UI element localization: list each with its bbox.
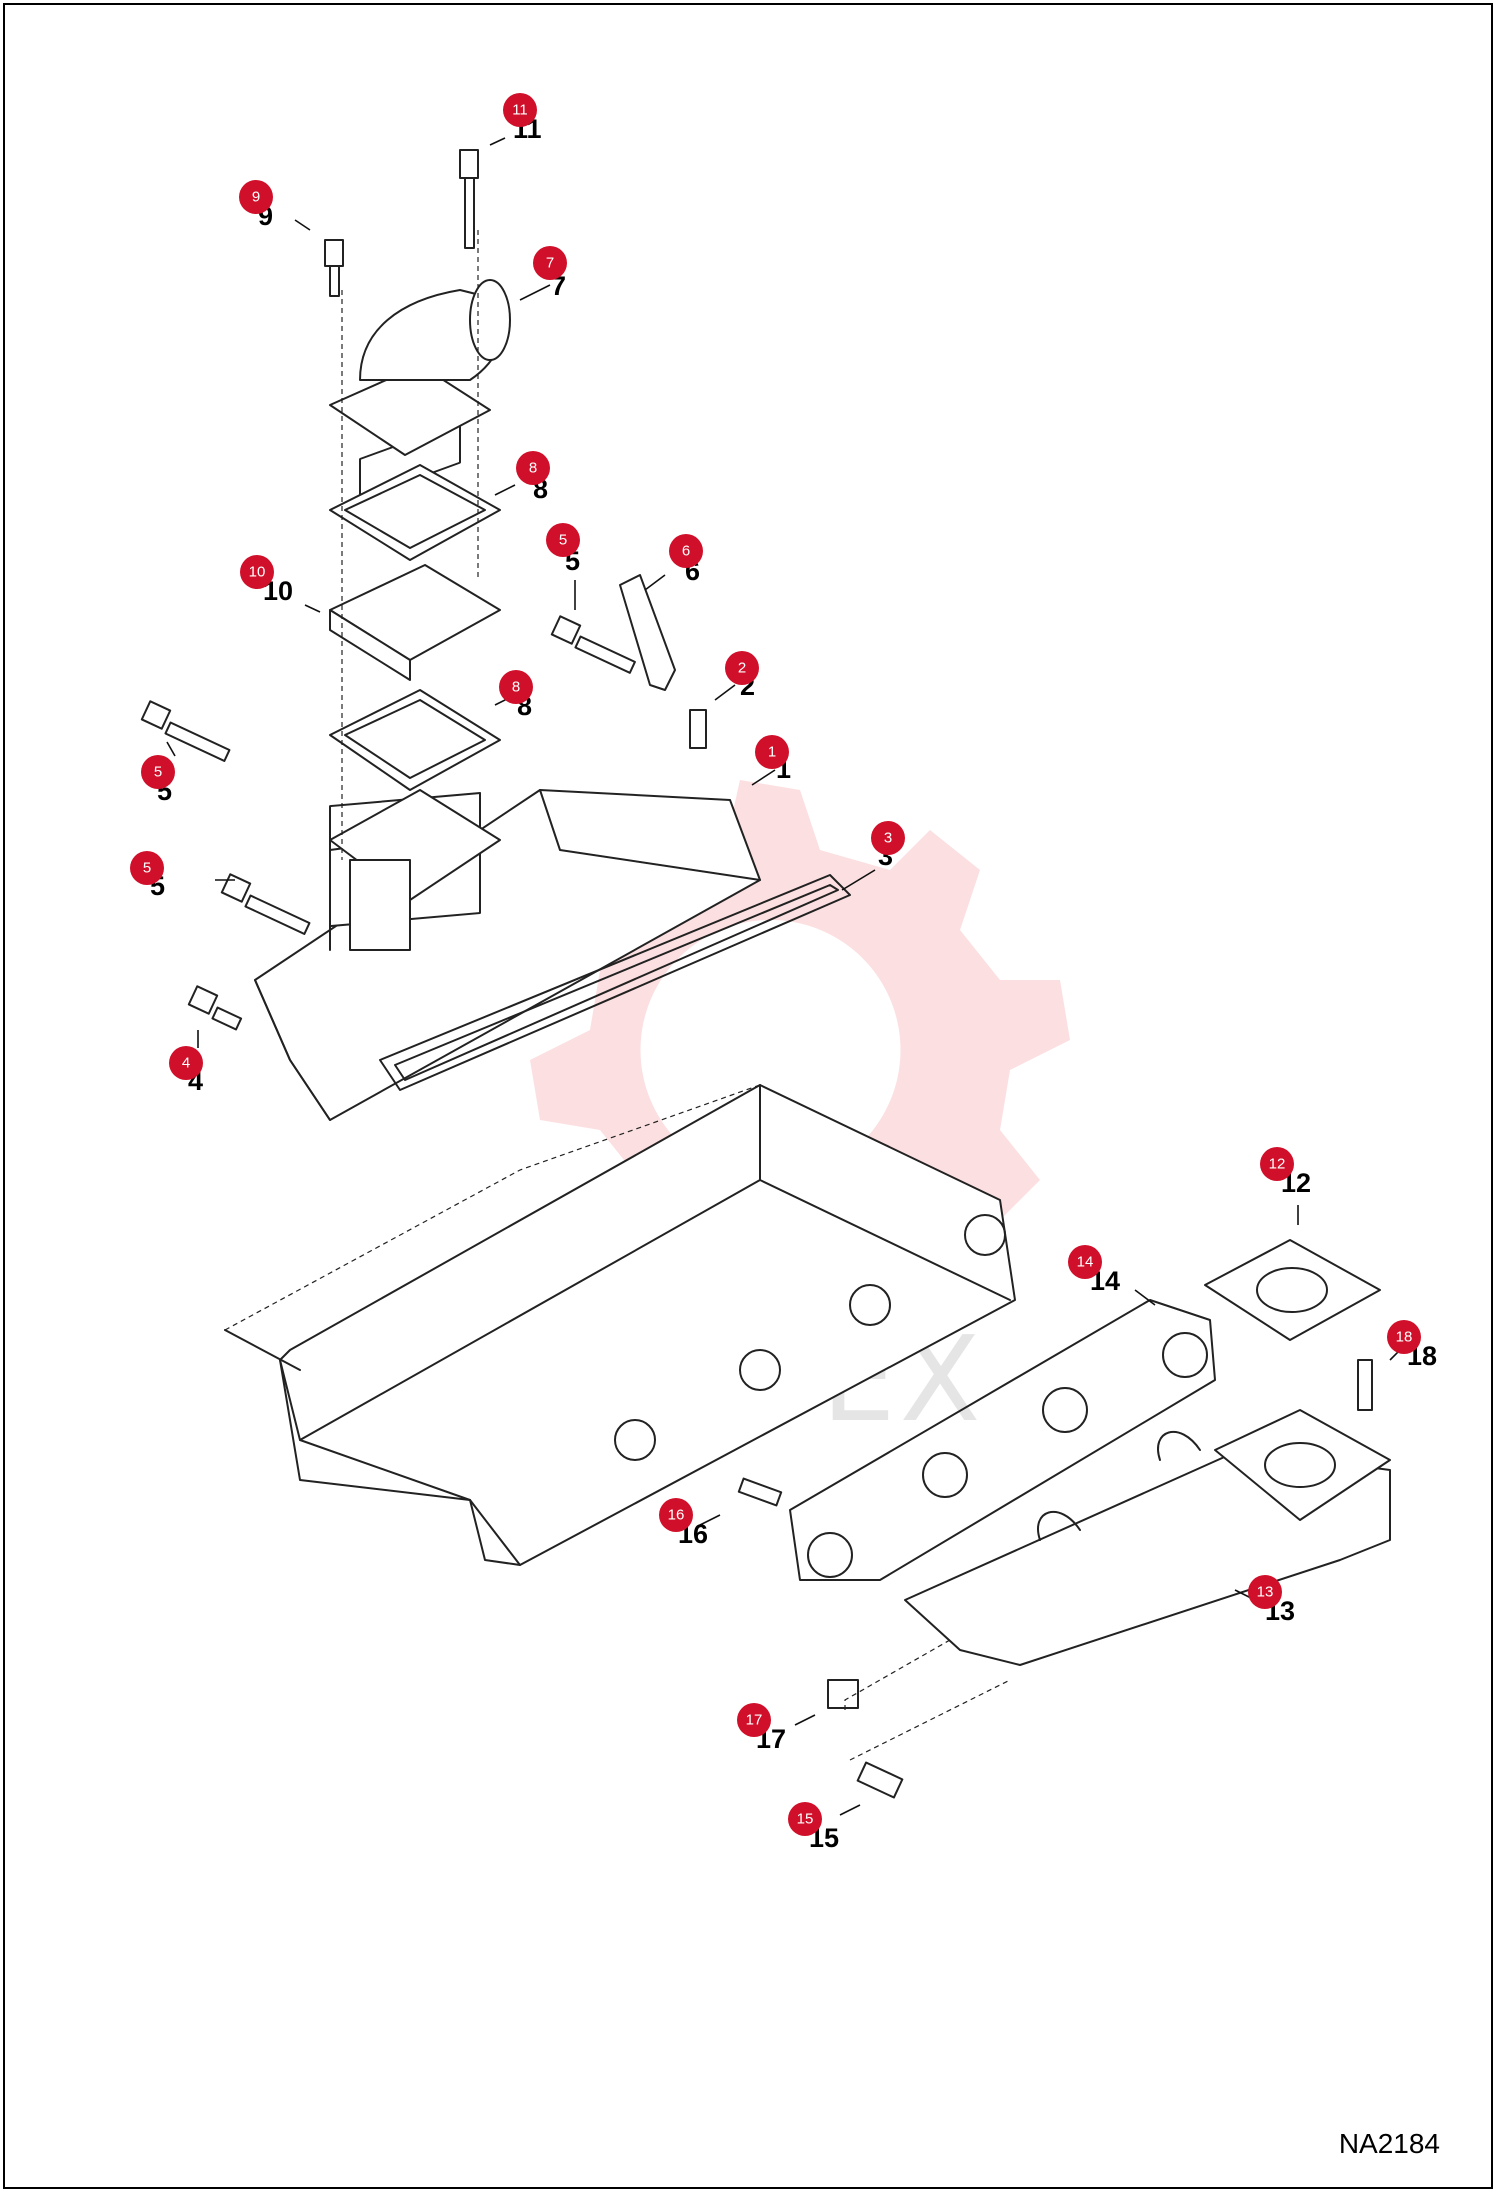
- bolt-11-icon: [459, 149, 479, 249]
- svg-text:1: 1: [768, 744, 776, 761]
- svg-text:17: 17: [746, 1712, 763, 1729]
- bolts: [140, 149, 707, 1031]
- marker-1: 1: [755, 735, 789, 769]
- marker-5b: 5: [141, 755, 175, 789]
- marker-10: 10: [240, 555, 274, 589]
- svg-text:14: 14: [1077, 1254, 1094, 1271]
- marker-4: 4: [169, 1046, 203, 1080]
- stud-18-icon: [1357, 1359, 1373, 1411]
- svg-text:15: 15: [797, 1811, 814, 1828]
- marker-7: 7: [533, 246, 567, 280]
- svg-text:8: 8: [512, 679, 520, 696]
- svg-text:3: 3: [884, 830, 892, 847]
- nut-17-icon: [827, 1679, 859, 1709]
- bolt-5b-icon: [140, 700, 231, 762]
- drawing-frame: [3, 3, 1493, 2189]
- marker-17: 17: [737, 1703, 771, 1737]
- marker-15: 15: [788, 1802, 822, 1836]
- bolt-5a-icon: [550, 615, 636, 674]
- small-parts-exhaust: [737, 1359, 1373, 1799]
- exhaust-flange-gasket: [1204, 1239, 1381, 1341]
- plug-15-icon: [856, 1761, 904, 1799]
- svg-text:5: 5: [559, 532, 567, 549]
- marker-12: 12: [1260, 1147, 1294, 1181]
- svg-text:11: 11: [512, 102, 528, 119]
- svg-text:6: 6: [682, 543, 690, 560]
- svg-text:5: 5: [154, 764, 162, 781]
- svg-text:18: 18: [1396, 1329, 1413, 1346]
- exhaust-manifold-gasket: [789, 1299, 1216, 1581]
- marker-8b: 8: [499, 670, 533, 704]
- marker-9: 9: [239, 180, 273, 214]
- svg-text:9: 9: [252, 189, 260, 206]
- marker-2: 2: [725, 651, 759, 685]
- marker-14: 14: [1068, 1245, 1102, 1279]
- svg-text:13: 13: [1257, 1584, 1274, 1601]
- marker-11: 11: [503, 93, 537, 127]
- svg-text:10: 10: [249, 564, 266, 581]
- marker-16: 16: [659, 1498, 693, 1532]
- exhaust-manifold: [904, 1409, 1391, 1666]
- marker-6: 6: [669, 534, 703, 568]
- svg-text:8: 8: [529, 460, 537, 477]
- marker-13: 13: [1248, 1575, 1282, 1609]
- marker-5c: 5: [130, 851, 164, 885]
- marker-8a: 8: [516, 451, 550, 485]
- stud-16-icon: [737, 1477, 783, 1507]
- intake-manifold-gasket: [379, 874, 851, 1091]
- bolt-5c-icon: [220, 873, 311, 935]
- leader-lines: [166, 137, 1401, 1816]
- svg-text:2: 2: [738, 660, 746, 677]
- stud-2-icon: [689, 709, 707, 749]
- cylinder-head-block: [224, 1084, 1016, 1566]
- bolt-9-icon: [324, 239, 344, 297]
- svg-text:7: 7: [546, 255, 554, 272]
- svg-text:16: 16: [668, 1507, 685, 1524]
- callout-markers: 1 2 3 4 5 5 5 6 7 8 8 9 10 11 12 13 14 1…: [130, 93, 1421, 1836]
- marker-5a: 5: [546, 523, 580, 557]
- svg-text:12: 12: [1269, 1156, 1286, 1173]
- marker-18: 18: [1387, 1320, 1421, 1354]
- svg-text:5: 5: [143, 860, 151, 877]
- bracket-6-icon: [619, 574, 676, 691]
- bolt-4-icon: [187, 985, 243, 1031]
- svg-text:4: 4: [182, 1055, 190, 1072]
- intake-heater-stack: [329, 230, 511, 951]
- drawing-code: NA2184: [1338, 2128, 1440, 2159]
- marker-3: 3: [871, 821, 905, 855]
